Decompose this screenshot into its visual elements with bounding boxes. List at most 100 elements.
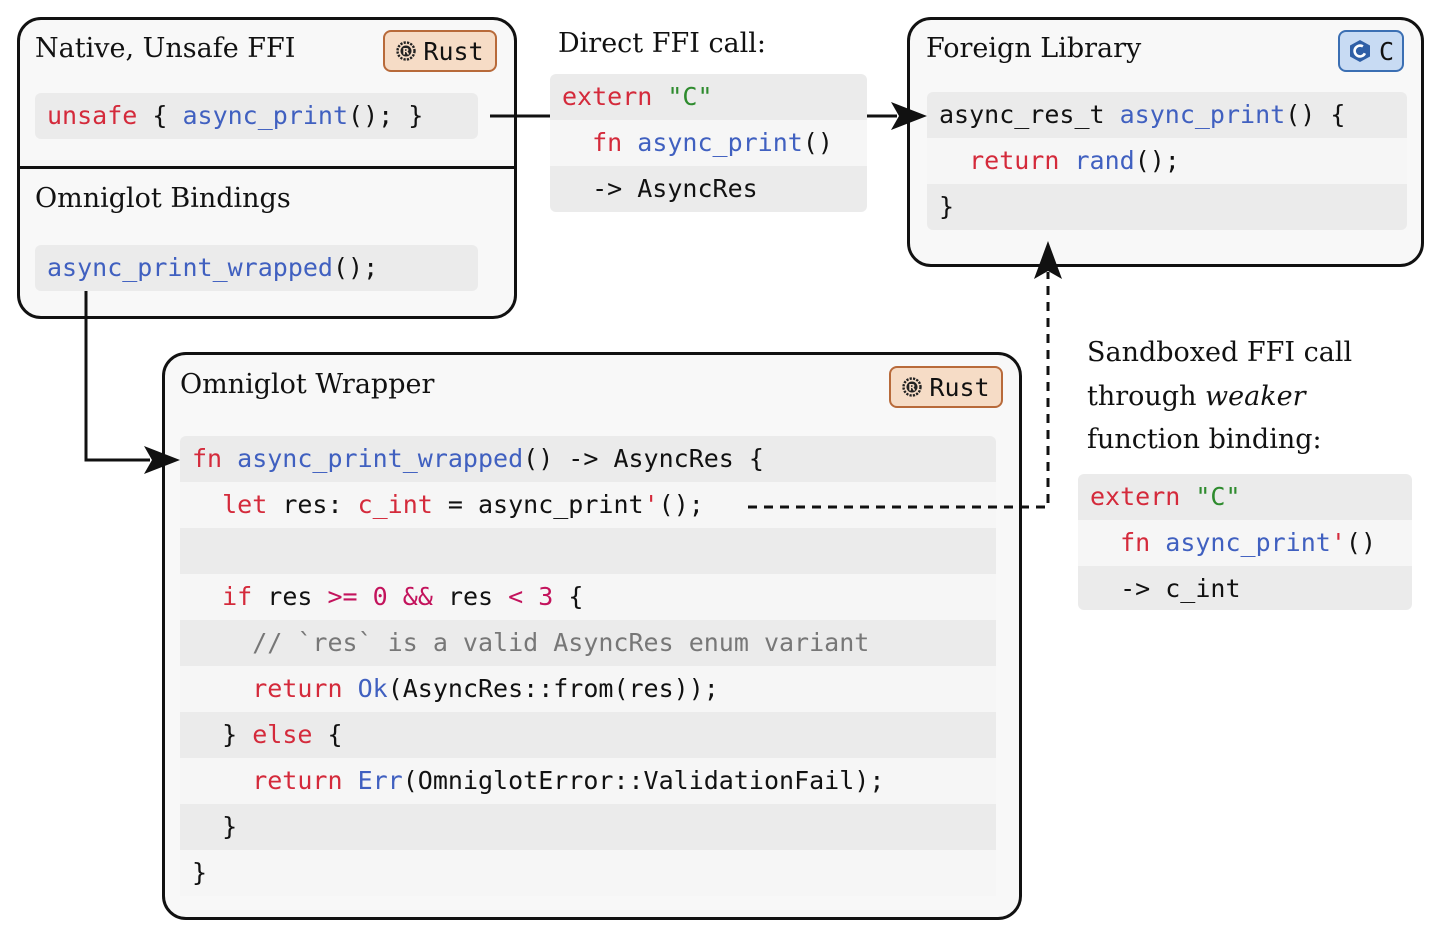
code-token: () -> AsyncRes { [523,444,764,473]
code-token: fn [192,444,238,473]
code-token: } [939,192,955,221]
foreign-badge-label: C [1378,36,1395,66]
code-token: } [192,720,253,749]
code-token: () [1345,528,1377,557]
code-token: (OmniglotError::ValidationFail); [402,766,885,795]
code-line: async_res_t async_print() { [927,92,1407,138]
foreign-code-block: async_res_t async_print() { return rand(… [927,92,1407,230]
code-line: -> c_int [1078,566,1412,612]
code-token: = [432,490,478,519]
code-token: fn [562,128,638,157]
code-line: } [180,804,996,850]
wrapper-rust-badge: R Rust [889,366,1003,408]
foreign-box-title: Foreign Library [926,33,1142,64]
code-token: fn [1090,528,1166,557]
sandboxed-label-line3: function binding: [1087,424,1322,455]
code-token: async_print [1165,528,1331,557]
code-token: else [252,720,313,749]
svg-text:R: R [403,48,410,58]
direct-ffi-label: Direct FFI call: [558,28,767,59]
code-line: } else { [180,712,996,758]
code-token [388,582,403,611]
code-token: Err [357,766,403,795]
code-line: // `res` is a valid AsyncRes enum varian… [180,620,996,666]
svg-text:R: R [909,384,916,394]
code-token: (); [658,490,704,519]
code-token: >= [327,582,358,611]
code-token: { [137,101,183,130]
bindings-code-block: async_print_wrapped(); [35,245,478,291]
rust-icon: R [902,377,923,397]
box-divider [17,166,517,169]
code-token: return [192,674,358,703]
code-token: ' [1330,528,1346,557]
code-token: async_print_wrapped [47,253,333,282]
code-token: } [192,812,238,841]
sandboxed-code-block: extern "C" fn async_print'() -> c_int [1078,474,1412,610]
code-line: extern "C" [1078,474,1412,520]
code-line: fn async_print'() [1078,520,1412,566]
sandboxed-label-weaker: weaker [1205,381,1306,412]
code-token: unsafe [47,101,138,130]
code-line: if res >= 0 && res < 3 { [180,574,996,620]
code-token: (AsyncRes::from(res)); [387,674,719,703]
code-token: return [192,766,358,795]
native-box-title: Native, Unsafe FFI [35,33,296,64]
sandboxed-label-line1: Sandboxed FFI call [1087,337,1353,368]
code-token: (); } [348,101,424,130]
code-line: -> AsyncRes [550,166,867,212]
code-token: return [939,146,1075,175]
code-token: let [192,490,283,519]
code-token: 3 [538,582,554,611]
code-token: (); [332,253,379,282]
code-token: -> c_int [1090,574,1241,603]
code-token: "C" [1195,482,1241,511]
code-token: if [192,582,268,611]
native-badge-label: Rust [423,36,484,66]
code-token: && [402,582,433,611]
wrapper-box-title: Omniglot Wrapper [180,369,435,400]
code-token: res [432,582,509,611]
code-token: c_int [357,490,433,519]
code-token: async_print_wrapped [237,444,524,473]
code-line [180,528,996,574]
code-line: async_print_wrapped(); [35,245,478,291]
code-token: async_print [478,490,644,519]
rust-icon: R [396,41,417,61]
code-token: { [312,720,343,749]
code-token: async_print [1119,100,1286,129]
code-line: fn async_print_wrapped() -> AsyncRes { [180,436,996,482]
code-token: rand [1074,146,1135,175]
code-token: ' [643,490,659,519]
code-token: 0 [372,582,388,611]
code-line: return Err(OmniglotError::ValidationFail… [180,758,996,804]
code-token: extern [562,82,668,111]
code-line: } [927,184,1407,230]
code-line: unsafe { async_print(); } [35,93,478,139]
code-token: extern [1090,482,1196,511]
code-token: Ok [357,674,388,703]
wrapper-code-block: fn async_print_wrapped() -> AsyncRes { l… [180,436,996,896]
code-token: (); [1134,146,1180,175]
native-rust-badge: R Rust [383,30,497,72]
code-line: } [180,850,996,896]
direct-ffi-code-block: extern "C" fn async_print() -> AsyncRes [550,74,867,212]
native-code-block: unsafe { async_print(); } [35,93,478,139]
code-token: -> AsyncRes [562,174,758,203]
bindings-box-title: Omniglot Bindings [35,183,291,214]
code-token: async_print [182,101,349,130]
code-token: "C" [667,82,713,111]
code-token [358,582,373,611]
code-token: res [267,582,328,611]
code-token: } [192,858,208,887]
code-token: // `res` is a valid AsyncRes enum varian… [192,628,870,657]
sandboxed-label-through: through [1087,381,1206,412]
code-token: async_res_t [939,100,1120,129]
sandboxed-label-line2: through weaker [1087,381,1305,412]
code-line: extern "C" [550,74,867,120]
code-token: res: [282,490,358,519]
code-token: < [508,582,524,611]
wrapper-badge-label: Rust [929,372,990,402]
foreign-c-badge: C [1338,30,1404,72]
code-token: () [802,128,833,157]
